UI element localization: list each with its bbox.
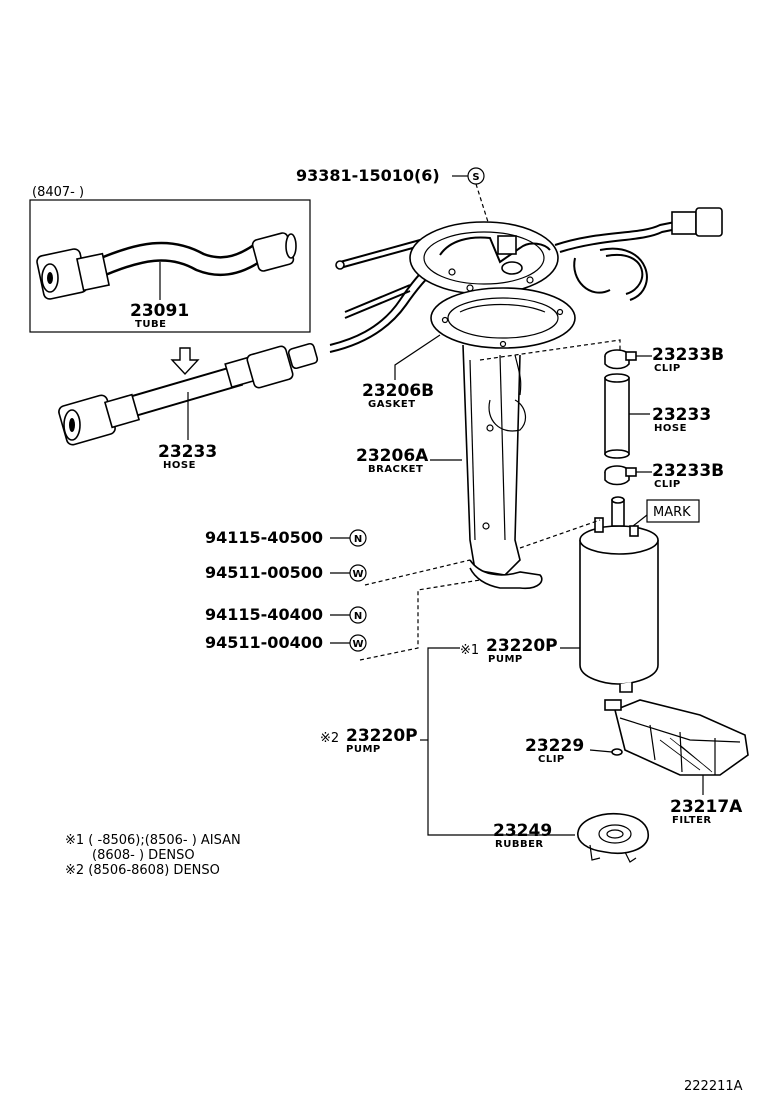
filter-23217a-drawing bbox=[604, 699, 749, 776]
symbol-w-icon-1 bbox=[349, 564, 367, 582]
fuel-sender-plate-drawing bbox=[329, 207, 723, 353]
clip-23233b-top-drawing bbox=[604, 349, 637, 370]
part-number-94511-00500: 94511-00500 bbox=[205, 563, 323, 582]
note-line-1: ※1 ( -8506);(8506- ) AISAN bbox=[65, 833, 241, 848]
part-name-rubber: RUBBER bbox=[495, 839, 544, 850]
part-number-23220p-2: 23220P bbox=[346, 726, 418, 746]
grouping-bracket bbox=[427, 647, 575, 836]
part-number-23091: 23091 bbox=[130, 301, 189, 321]
hose-23233-mid-drawing bbox=[604, 373, 630, 459]
clip-23233b-bottom-drawing bbox=[604, 465, 637, 486]
symbol-w-icon-2 bbox=[349, 634, 367, 652]
part-number-23206b: 23206B bbox=[362, 381, 434, 401]
part-name-pump-2: PUMP bbox=[346, 744, 381, 755]
part-number-23206a: 23206A bbox=[356, 446, 429, 466]
part-number-94115-40400: 94115-40400 bbox=[205, 605, 323, 624]
diagram-id: 222211A bbox=[684, 1079, 743, 1094]
symbol-s-label: S bbox=[472, 172, 479, 183]
part-number-23217a: 23217A bbox=[670, 797, 743, 817]
part-name-clip-23229: CLIP bbox=[538, 754, 565, 765]
part-name-pump-1: PUMP bbox=[488, 654, 523, 665]
symbol-n-label-1: N bbox=[354, 534, 362, 545]
part-name-gasket: GASKET bbox=[368, 399, 416, 410]
part-name-filter: FILTER bbox=[672, 815, 712, 826]
mark-box bbox=[646, 499, 700, 523]
fuel-pump-23220p-drawing bbox=[579, 496, 659, 693]
part-name-tube: TUBE bbox=[135, 319, 166, 330]
part-number-23220p-1: 23220P bbox=[486, 636, 558, 656]
mark-label: MARK bbox=[653, 505, 691, 520]
guide-dashed-lower-1 bbox=[364, 519, 601, 586]
part-number-94115-40500: 94115-40500 bbox=[205, 528, 323, 547]
pump-1-prefix: ※1 bbox=[460, 643, 479, 658]
part-name-bracket: BRACKET bbox=[368, 464, 423, 475]
clip-23229-drawing bbox=[611, 748, 623, 756]
part-number-23233-left: 23233 bbox=[158, 442, 217, 462]
leader-93381-down bbox=[475, 183, 489, 223]
inset-frame bbox=[29, 199, 311, 333]
tube-23091-drawing bbox=[36, 232, 297, 300]
note-line-2: (8608- ) DENSO bbox=[92, 848, 195, 863]
down-arrow-icon bbox=[170, 347, 200, 376]
part-name-clip-bottom: CLIP bbox=[654, 479, 681, 490]
symbol-n-label-2: N bbox=[354, 611, 362, 622]
part-number-23249: 23249 bbox=[493, 821, 552, 841]
symbol-w-label-1: W bbox=[352, 569, 363, 580]
part-number-23229: 23229 bbox=[525, 736, 584, 756]
part-number-23233-mid: 23233 bbox=[652, 405, 711, 425]
guide-dashed-upper bbox=[479, 339, 621, 361]
symbol-n-icon-1 bbox=[349, 529, 367, 547]
part-name-hose-mid: HOSE bbox=[654, 423, 687, 434]
part-name-hose-left: HOSE bbox=[163, 460, 196, 471]
guide-dashed-lower-2 bbox=[359, 579, 481, 661]
pump-2-prefix: ※2 bbox=[320, 731, 339, 746]
part-number-23233b-top: 23233B bbox=[652, 345, 724, 365]
symbol-n-icon-2 bbox=[349, 606, 367, 624]
leader-23206b bbox=[394, 334, 441, 380]
hose-23233-drawing bbox=[58, 342, 319, 446]
inset-label: (8407- ) bbox=[32, 185, 84, 200]
leader-23229 bbox=[589, 749, 613, 753]
part-name-clip-top: CLIP bbox=[654, 363, 681, 374]
gasket-23206b-drawing bbox=[430, 287, 576, 349]
symbol-w-label-2: W bbox=[352, 639, 363, 650]
part-number-23233b-bottom: 23233B bbox=[652, 461, 724, 481]
note-line-3: ※2 (8506-8608) DENSO bbox=[65, 863, 220, 878]
rubber-23249-drawing bbox=[577, 812, 649, 863]
part-number-93381: 93381-15010(6) bbox=[296, 166, 440, 185]
bracket-23206a-drawing bbox=[462, 344, 543, 590]
part-number-94511-00400: 94511-00400 bbox=[205, 633, 323, 652]
